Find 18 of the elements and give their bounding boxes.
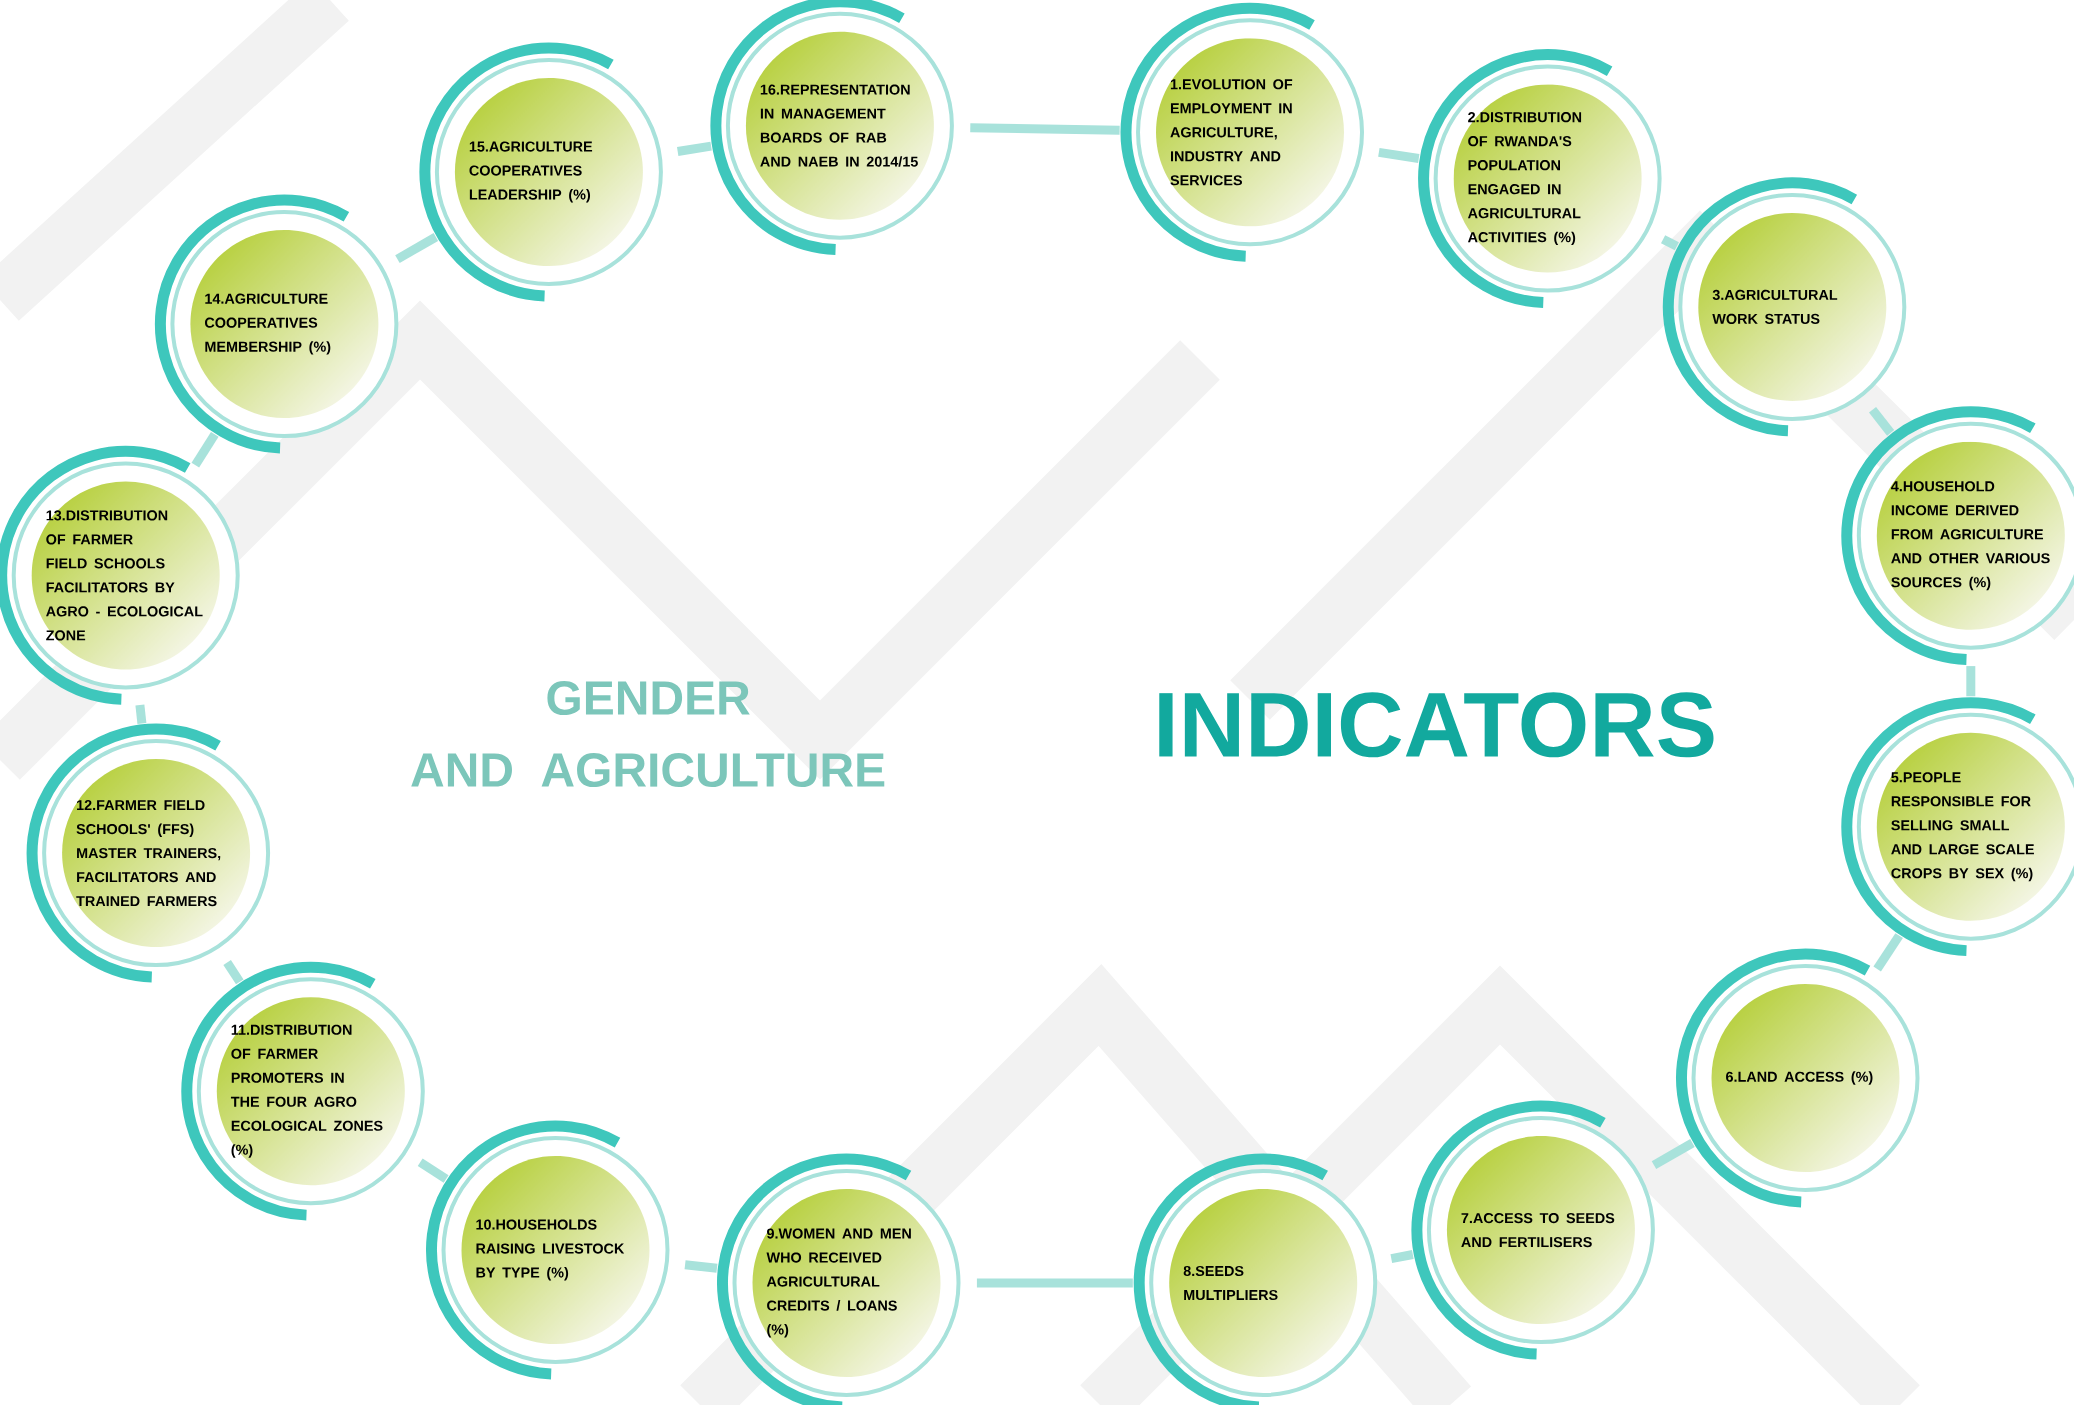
ring-connector (395, 233, 439, 263)
ring-connector (976, 1278, 1133, 1288)
ring-connector (135, 704, 147, 724)
ring-connector (191, 431, 219, 468)
ring-connector (1873, 933, 1903, 972)
ring-connector (1651, 1139, 1695, 1169)
ring-connector (677, 141, 712, 156)
ring-connector (223, 960, 244, 985)
ring-connector (417, 1158, 449, 1183)
ring-connector (1661, 235, 1679, 251)
title-text: GENDER AND AGRICULTURE (411, 681, 885, 788)
title-text: INDICATORS (1159, 692, 1714, 758)
ring-connector (970, 123, 1120, 135)
ring-connector (1868, 406, 1895, 436)
ring-connector (1390, 1250, 1414, 1264)
ring-connector (1966, 666, 1976, 697)
ring-connector (684, 1260, 718, 1273)
ring-connector (1378, 147, 1420, 163)
